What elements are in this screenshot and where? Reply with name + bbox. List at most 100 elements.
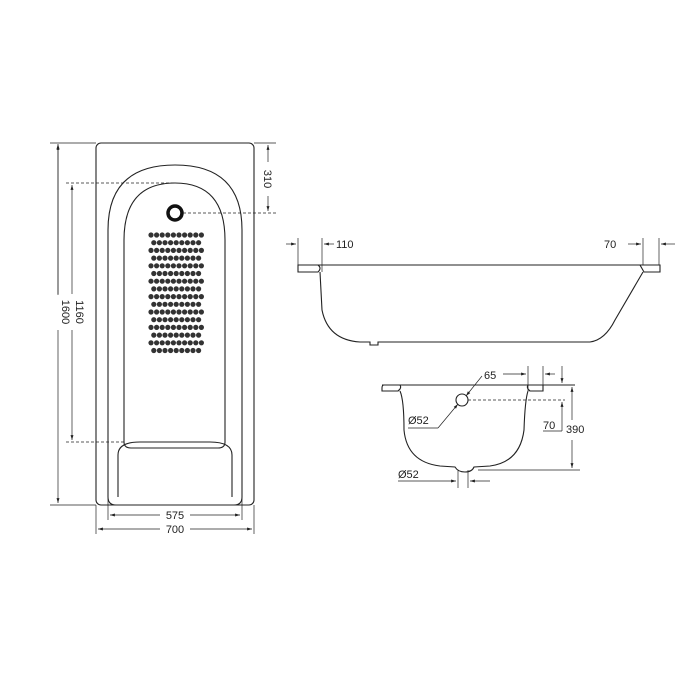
- mat-dot: [198, 278, 204, 284]
- mat-dot: [198, 294, 204, 300]
- mat-dot: [154, 278, 160, 284]
- dim-inner-width: 575: [166, 510, 184, 522]
- dim-inner-length: 1160: [73, 300, 85, 324]
- mat-dot: [162, 240, 168, 246]
- dim-overflow-diameter: Ø52: [408, 415, 429, 427]
- mat-dot: [162, 286, 168, 292]
- mat-dot: [193, 340, 199, 346]
- mat-dot: [165, 309, 171, 315]
- mat-dot: [170, 263, 176, 269]
- mat-dot: [176, 294, 182, 300]
- mat-dot: [165, 278, 171, 284]
- mat-dot: [151, 347, 157, 354]
- mat-dot: [182, 340, 188, 346]
- mat-dot: [176, 309, 182, 315]
- mat-dot: [159, 232, 165, 238]
- drain-icon: [166, 204, 184, 222]
- mat-dot: [148, 263, 154, 269]
- mat-dot: [151, 270, 157, 277]
- mat-dot: [198, 247, 204, 253]
- mat-dot: [182, 278, 188, 284]
- mat-dot: [168, 347, 174, 354]
- mat-dot: [162, 317, 168, 323]
- mat-dot: [168, 255, 174, 261]
- mat-dot: [196, 286, 202, 292]
- mat-dot: [154, 324, 160, 330]
- mat-dot: [173, 270, 179, 277]
- mat-dot: [190, 332, 196, 338]
- mat-dot: [187, 294, 193, 300]
- mat-dot: [156, 347, 162, 354]
- mat-dot: [193, 294, 199, 300]
- dim-overflow-offset: 65: [484, 370, 496, 382]
- mat-dot: [170, 340, 176, 346]
- mat-dot: [151, 332, 157, 338]
- mat-dot: [168, 286, 174, 292]
- mat-dot: [148, 340, 154, 346]
- mat-dot: [154, 247, 160, 253]
- mat-dot: [198, 232, 204, 238]
- mat-dot: [156, 255, 162, 261]
- plan-view: 1600 1160 310 575 700: [50, 142, 276, 536]
- mat-dot: [151, 255, 157, 261]
- mat-dot: [165, 232, 171, 238]
- mat-dot: [190, 255, 196, 261]
- mat-dot: [168, 270, 174, 277]
- mat-dot: [190, 286, 196, 292]
- mat-dot: [198, 309, 204, 315]
- mat-dot: [148, 232, 154, 238]
- side-view: 110 70: [286, 238, 675, 346]
- mat-dot: [168, 332, 174, 338]
- mat-dot: [193, 247, 199, 253]
- mat-dot: [170, 247, 176, 253]
- mat-dot: [187, 340, 193, 346]
- dim-left-rim: 110: [336, 239, 354, 251]
- mat-dot: [176, 263, 182, 269]
- mat-dot: [182, 324, 188, 330]
- mat-dot: [193, 278, 199, 284]
- basin-inner: [123, 182, 226, 449]
- mat-dot: [165, 340, 171, 346]
- mat-dot: [173, 240, 179, 246]
- dim-overflow-height: 70: [543, 420, 555, 432]
- mat-dot: [187, 309, 193, 315]
- anti-slip-mat: [148, 232, 204, 354]
- mat-dot: [159, 340, 165, 346]
- dim-width: 700: [166, 524, 184, 536]
- mat-dot: [165, 247, 171, 253]
- mat-dot: [182, 247, 188, 253]
- mat-dot: [196, 347, 202, 354]
- mat-dot: [148, 247, 154, 253]
- mat-dot: [190, 347, 196, 354]
- mat-dot: [184, 301, 190, 307]
- mat-dot: [173, 347, 179, 354]
- mat-dot: [196, 240, 202, 246]
- dim-drain-offset: 310: [261, 170, 273, 188]
- mat-dot: [159, 294, 165, 300]
- mat-dot: [170, 278, 176, 284]
- end-profile: [399, 390, 529, 473]
- mat-dot: [182, 263, 188, 269]
- mat-dot: [151, 286, 157, 292]
- mat-dot: [198, 263, 204, 269]
- mat-dot: [173, 286, 179, 292]
- side-profile: [319, 271, 644, 346]
- mat-dot: [176, 278, 182, 284]
- mat-dot: [173, 317, 179, 323]
- mat-dot: [190, 270, 196, 277]
- mat-dot: [179, 332, 185, 338]
- mat-dot: [184, 347, 190, 354]
- mat-dot: [187, 278, 193, 284]
- mat-dot: [193, 324, 199, 330]
- mat-dot: [184, 317, 190, 323]
- mat-dot: [156, 301, 162, 307]
- mat-dot: [165, 324, 171, 330]
- mat-dot: [156, 270, 162, 277]
- mat-dot: [176, 232, 182, 238]
- dim-length: 1600: [59, 300, 71, 324]
- mat-dot: [168, 240, 174, 246]
- mat-dot: [176, 247, 182, 253]
- mat-dot: [156, 332, 162, 338]
- mat-dot: [184, 332, 190, 338]
